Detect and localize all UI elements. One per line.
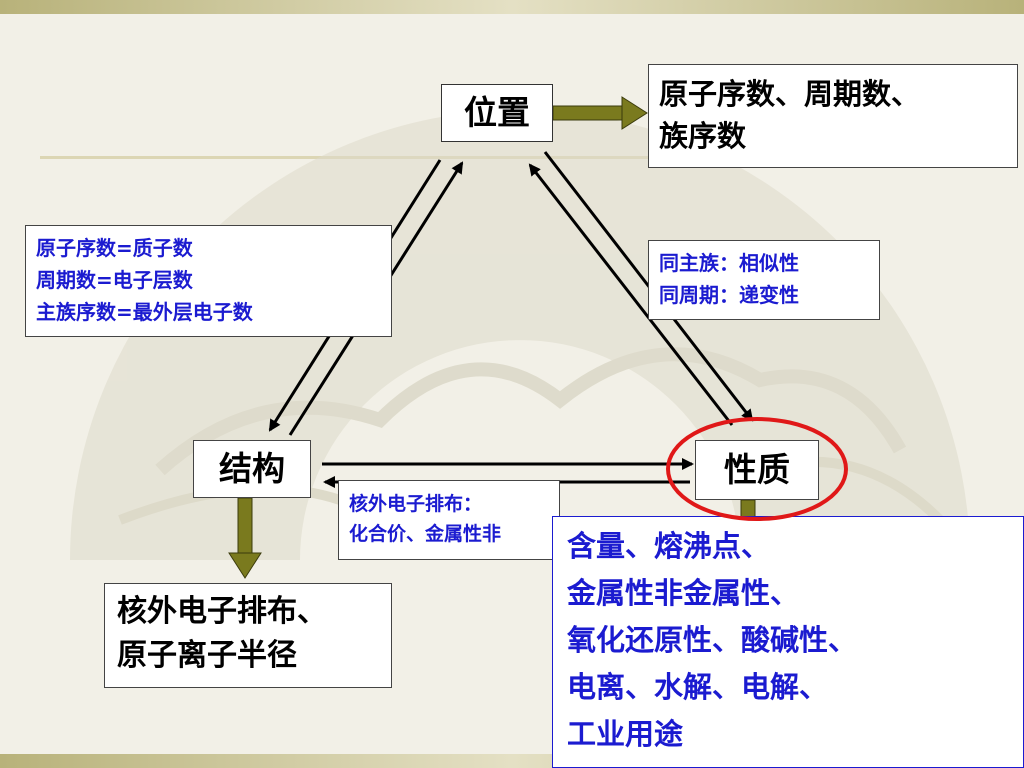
property-output-line-4: 电离、水解、电解、: [567, 670, 829, 704]
position-output-line-2: 族序数: [659, 119, 747, 153]
olive-arrow-position-output: [552, 96, 648, 130]
relation-line-2: 同周期：递变性: [659, 283, 799, 307]
property-output-line-3: 氧化还原性、酸碱性、: [567, 623, 858, 657]
position-output-line-1: 原子序数、周期数、: [659, 77, 921, 111]
relation-line-3: 主族序数=最外层电子数: [36, 300, 253, 324]
relation-line-2: 化合价、金属性非: [349, 523, 502, 545]
relation-line-1: 核外电子排布：: [349, 493, 483, 515]
structure-position-relation-box: 原子序数=质子数 周期数=电子层数 主族序数=最外层电子数: [25, 225, 392, 337]
structure-output-line-2: 原子离子半径: [117, 638, 297, 673]
structure-output-line-1: 核外电子排布、: [117, 594, 327, 629]
property-output-box: 含量、熔沸点、 金属性非金属性、 氧化还原性、酸碱性、 电离、水解、电解、 工业…: [552, 516, 1024, 768]
node-position: 位置: [441, 84, 553, 142]
top-bar: [0, 0, 1024, 14]
olive-arrow-structure-output: [228, 497, 262, 579]
relation-line-1: 同主族：相似性: [659, 251, 799, 275]
relation-line-2: 周期数=电子层数: [36, 268, 193, 292]
structure-output-box: 核外电子排布、 原子离子半径: [104, 583, 392, 688]
relation-line-1: 原子序数=质子数: [36, 236, 193, 260]
highlight-circle: [666, 417, 848, 521]
structure-property-relation-box: 核外电子排布： 化合价、金属性非: [338, 480, 560, 560]
property-output-line-5: 工业用途: [567, 717, 684, 751]
node-property: 性质: [695, 440, 819, 500]
position-property-relation-box: 同主族：相似性 同周期：递变性: [648, 240, 880, 320]
property-output-line-1: 含量、熔沸点、: [567, 529, 771, 563]
node-structure: 结构: [193, 440, 311, 498]
property-output-line-2: 金属性非金属性、: [567, 576, 800, 610]
arrow-property-to-position: [528, 163, 734, 426]
position-output-box: 原子序数、周期数、 族序数: [648, 64, 1018, 168]
